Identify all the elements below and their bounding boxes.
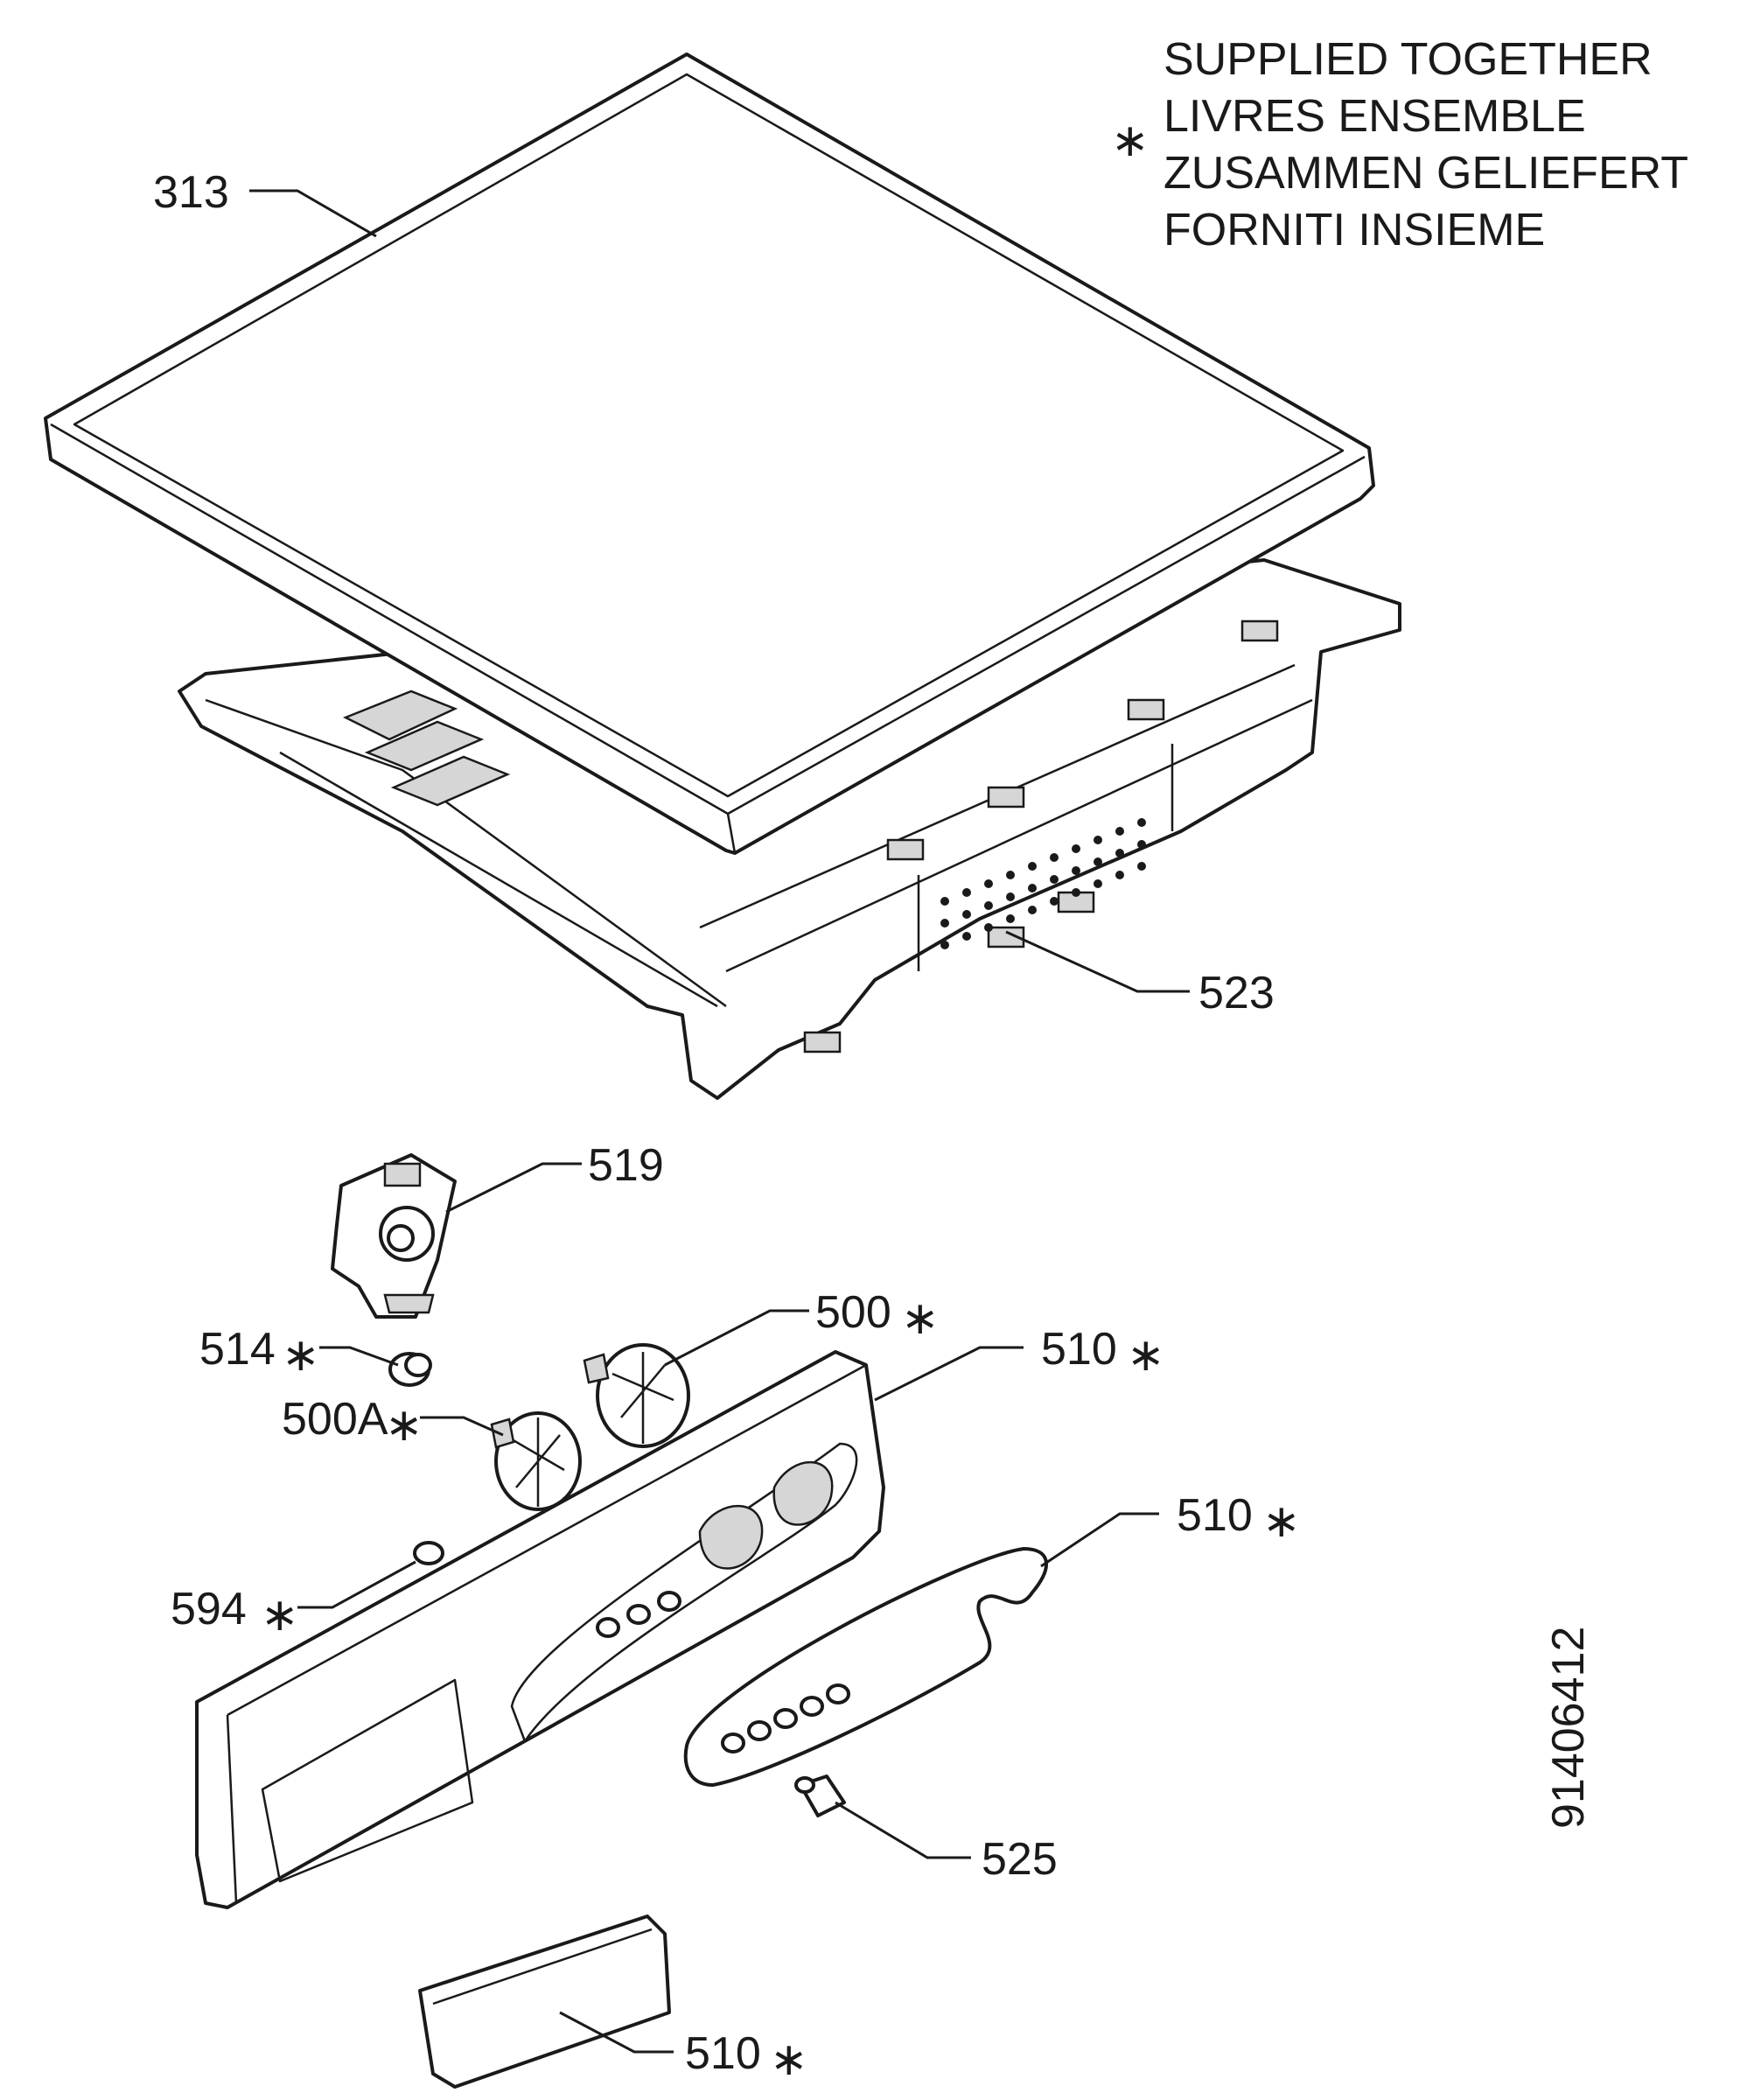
callout-500a-star: ∗: [385, 1400, 423, 1451]
knob-part-500a: [490, 1411, 582, 1511]
indicator-part-594: [413, 1541, 444, 1565]
drawer-handle-part-510: [418, 1914, 671, 2089]
legend-star: ∗: [1111, 116, 1150, 166]
callout-525: 525: [982, 1834, 1058, 1885]
leader-lines: [249, 189, 1190, 2054]
callout-labels: 313 523 519 500 ∗ 514 ∗ 510 ∗ 500A ∗ 510…: [153, 167, 1301, 2085]
knob-part-500: [583, 1343, 690, 1448]
legend-line-4: FORNITI INSIEME: [1164, 205, 1545, 256]
bracket-part-519: [331, 1153, 457, 1319]
callout-594-star: ∗: [261, 1590, 299, 1641]
callout-510-overlay: 510: [1177, 1490, 1253, 1541]
callout-500-star: ∗: [901, 1293, 940, 1344]
callout-510-handle: 510: [685, 2028, 761, 2079]
callout-519: 519: [588, 1140, 664, 1191]
legend-line-3: ZUSAMMEN GELIEFERT: [1164, 148, 1688, 199]
callout-594: 594: [171, 1584, 247, 1634]
callout-514-star: ∗: [282, 1330, 320, 1381]
callout-510-handle-star: ∗: [770, 2034, 808, 2085]
callout-510-overlay-star: ∗: [1262, 1496, 1301, 1547]
drawing-number: 91406412: [1543, 1627, 1594, 1829]
frame-vent-holes: [940, 818, 1146, 949]
legend-line-1: SUPPLIED TOGETHER: [1164, 34, 1653, 85]
pushrod-part-525: [794, 1774, 846, 1817]
control-panel-part-510: [195, 1350, 885, 1909]
legend-line-2: LIVRES ENSEMBLE: [1164, 91, 1586, 142]
callout-313: 313: [153, 167, 229, 218]
callout-514: 514: [199, 1324, 276, 1375]
callout-523: 523: [1198, 968, 1275, 1018]
callout-500: 500: [815, 1287, 891, 1338]
legend: ∗ SUPPLIED TOGETHER LIVRES ENSEMBLE ZUSA…: [1111, 34, 1688, 256]
spacer-part-514: [388, 1352, 432, 1387]
lid-part-313: [44, 52, 1375, 855]
callout-510-panel-star: ∗: [1127, 1330, 1165, 1381]
overlay-part-510: [683, 1547, 1048, 1787]
callout-510-panel: 510: [1041, 1324, 1117, 1375]
callout-500a: 500A: [282, 1394, 388, 1445]
